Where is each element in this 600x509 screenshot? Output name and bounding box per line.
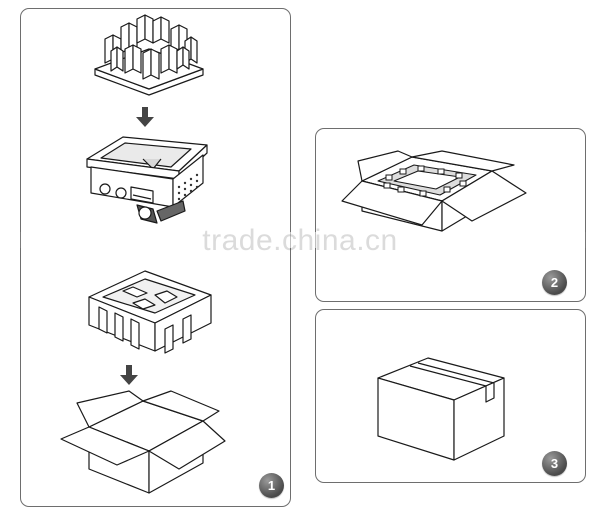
open-box-with-insert-icon xyxy=(341,150,527,232)
step-number-badge: 1 xyxy=(259,473,284,498)
watermark-strip xyxy=(0,232,600,248)
step-number-badge: 2 xyxy=(542,270,567,295)
foam-tray-icon xyxy=(88,270,212,354)
machine-icon xyxy=(86,136,208,224)
open-box-icon xyxy=(60,390,226,494)
sealed-box-icon xyxy=(377,357,505,461)
down-arrow-icon xyxy=(120,365,138,385)
step-2-panel: 2 xyxy=(315,128,586,302)
step-number-badge: 3 xyxy=(542,451,567,476)
step-3-panel: 3 xyxy=(315,309,586,483)
foam-insert-icon xyxy=(94,14,204,96)
down-arrow-icon xyxy=(136,107,154,127)
step-1-panel: 1 xyxy=(20,8,291,507)
